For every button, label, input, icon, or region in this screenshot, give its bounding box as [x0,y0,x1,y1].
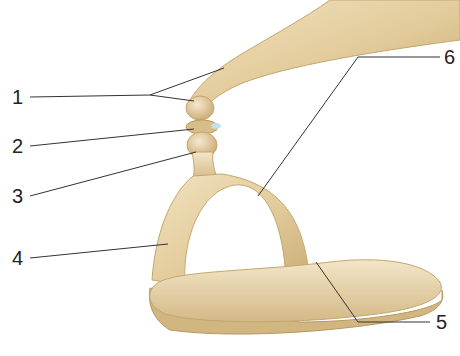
callout-number: 6 [444,46,455,68]
leader-line [30,152,196,196]
leader-line [150,95,194,101]
lenticular-process [186,96,214,120]
leader-line [30,244,168,258]
leader-line [30,68,224,97]
leader-line [30,129,194,146]
incus-process [190,0,460,104]
leader-line [258,57,440,196]
callout-number: 3 [12,185,23,207]
callout-number: 4 [12,247,23,269]
joint-highlight [211,123,221,129]
footplate [150,260,442,322]
leader-line [316,262,430,322]
callout-number: 1 [12,86,23,108]
callout-number: 5 [436,311,447,333]
leader-lines [30,57,440,322]
callout-number: 2 [12,135,23,157]
